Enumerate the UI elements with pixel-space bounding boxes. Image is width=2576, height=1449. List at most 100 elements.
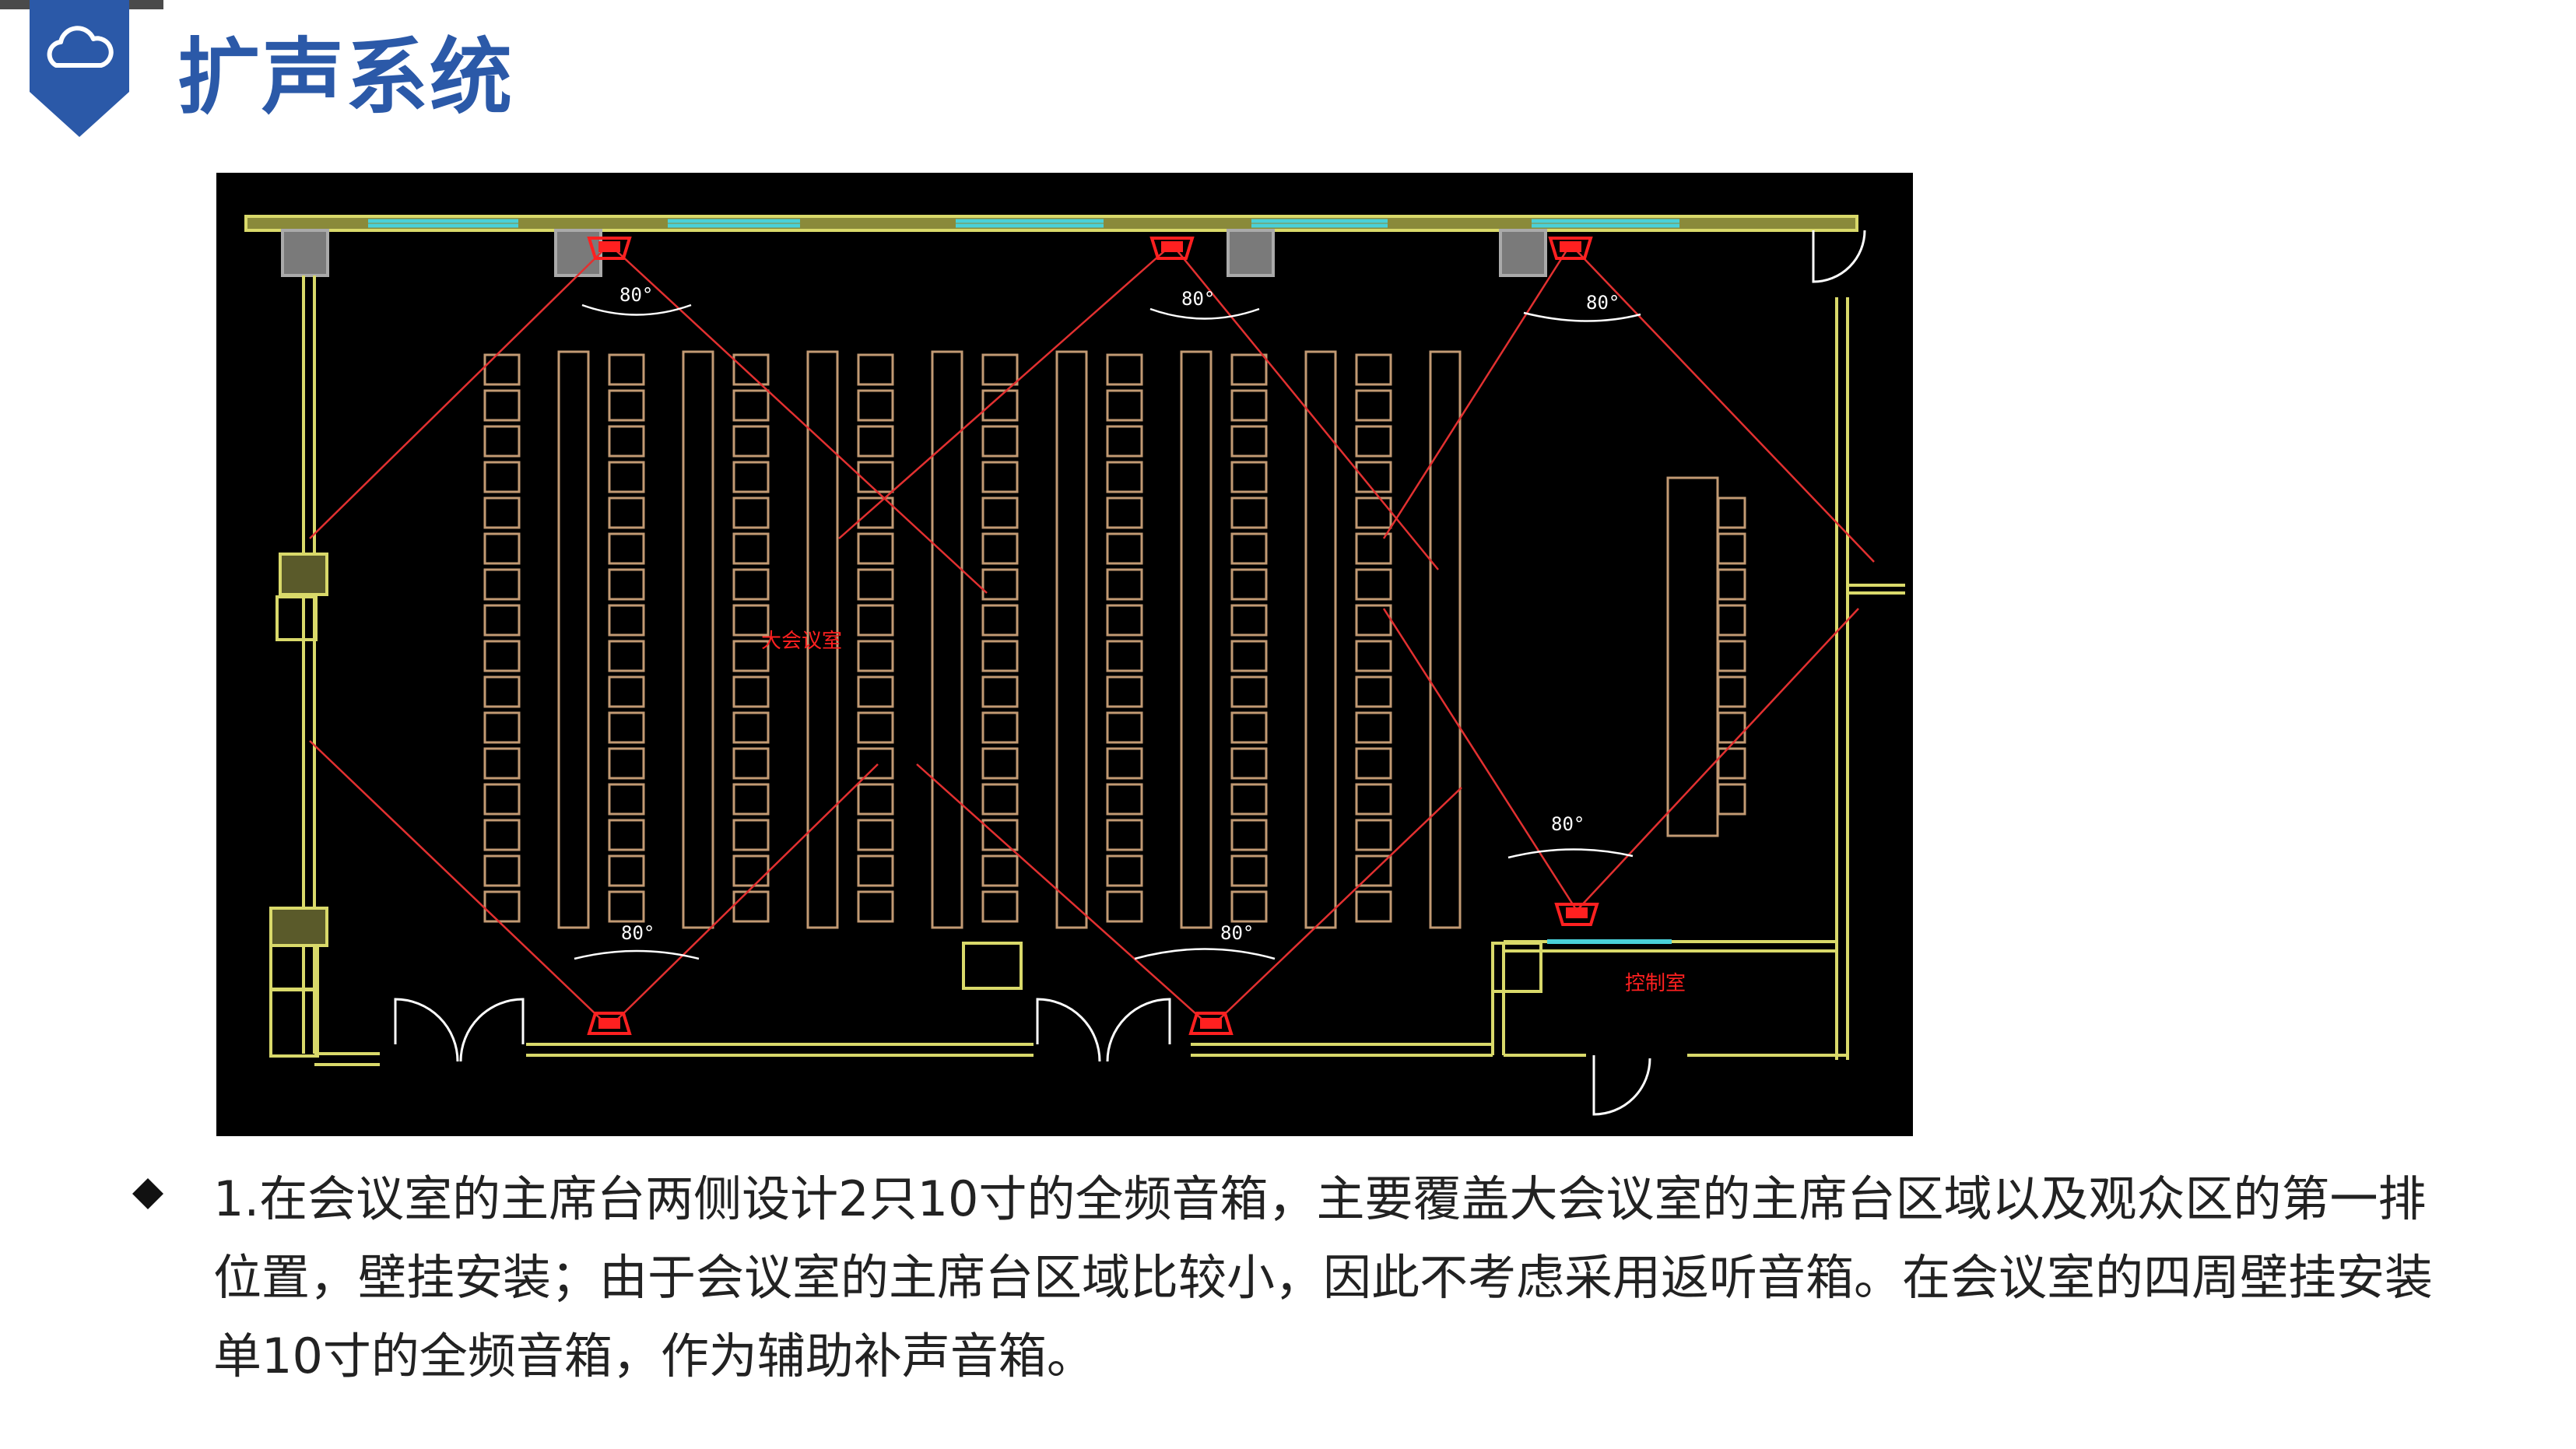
seat	[732, 640, 770, 672]
angle-label: 80°	[1586, 292, 1620, 314]
seat	[608, 353, 645, 386]
desk-row	[1180, 350, 1213, 929]
speaker-symbol	[587, 1012, 632, 1035]
seat	[981, 461, 1019, 493]
coverage-arc	[1149, 307, 1260, 320]
seat	[857, 389, 894, 422]
speaker-symbol	[1554, 903, 1599, 926]
seat	[483, 675, 521, 708]
seat	[483, 461, 521, 493]
seat	[1355, 819, 1392, 851]
seat	[732, 711, 770, 744]
seat	[981, 604, 1019, 637]
coverage-line	[309, 740, 610, 1028]
seat	[1355, 532, 1392, 565]
seat	[857, 604, 894, 637]
seat	[857, 425, 894, 458]
coverage-arc	[581, 303, 692, 316]
seat	[483, 532, 521, 565]
speaker-symbol	[1548, 237, 1593, 260]
content-section: 1.在会议室的主席台两侧设计2只10寸的全频音箱，主要覆盖大会议室的主席台区域以…	[132, 1160, 2467, 1395]
seat	[608, 819, 645, 851]
seat	[1355, 711, 1392, 744]
seat	[1106, 711, 1143, 744]
seat	[981, 353, 1019, 386]
seat	[732, 353, 770, 386]
seat	[1106, 675, 1143, 708]
seat	[1106, 890, 1143, 923]
seat	[1106, 461, 1143, 493]
coverage-arc	[1507, 848, 1634, 859]
seat	[981, 675, 1019, 708]
coverage-arc	[1134, 948, 1276, 960]
seat	[857, 747, 894, 780]
speaker-symbol	[1149, 237, 1195, 260]
seat	[1230, 783, 1268, 816]
speaker-symbol	[1188, 1012, 1234, 1035]
desk-row	[931, 350, 963, 929]
seat	[732, 568, 770, 601]
seat	[857, 890, 894, 923]
coverage-line	[609, 763, 879, 1028]
seat	[483, 747, 521, 780]
diamond-bullet-icon	[132, 1178, 163, 1209]
seat	[1230, 675, 1268, 708]
floor-plan-image: 80°80°80°80°80°80° 大会议室 控制室	[216, 173, 1913, 1136]
seat	[608, 568, 645, 601]
desk-row	[1055, 350, 1088, 929]
seat	[732, 854, 770, 887]
seat	[981, 532, 1019, 565]
seat	[1230, 496, 1268, 529]
seat	[483, 353, 521, 386]
seat	[608, 675, 645, 708]
seat	[608, 389, 645, 422]
seat	[732, 783, 770, 816]
coverage-line	[1576, 608, 1859, 911]
coverage-line	[309, 244, 610, 539]
seat	[1230, 461, 1268, 493]
angle-label: 80°	[1181, 288, 1215, 310]
seat	[981, 496, 1019, 529]
page-title: 扩声系统	[177, 30, 514, 125]
stage-seat	[1717, 783, 1746, 816]
angle-label: 80°	[1220, 922, 1254, 944]
seat	[608, 532, 645, 565]
seat	[732, 890, 770, 923]
angle-label: 80°	[621, 922, 655, 944]
seat	[981, 747, 1019, 780]
coverage-line	[916, 763, 1212, 1028]
seat	[608, 496, 645, 529]
seat	[981, 711, 1019, 744]
seat	[732, 819, 770, 851]
seat	[981, 819, 1019, 851]
seat	[608, 711, 645, 744]
seat	[1355, 389, 1392, 422]
seat	[483, 783, 521, 816]
seat	[1106, 747, 1143, 780]
seat	[1106, 568, 1143, 601]
stage-seat	[1717, 568, 1746, 601]
stage-seat	[1717, 496, 1746, 529]
description-paragraph: 1.在会议室的主席台两侧设计2只10寸的全频音箱，主要覆盖大会议室的主席台区域以…	[213, 1170, 2434, 1384]
seat	[1106, 783, 1143, 816]
seat	[1230, 568, 1268, 601]
coverage-line	[1382, 244, 1572, 539]
seat	[1106, 854, 1143, 887]
seat	[732, 532, 770, 565]
seat	[1355, 675, 1392, 708]
stage-seat	[1717, 675, 1746, 708]
seat	[608, 747, 645, 780]
seat	[1230, 604, 1268, 637]
desk-row	[1429, 350, 1462, 929]
coverage-arc	[574, 949, 700, 960]
seat	[1355, 854, 1392, 887]
seat	[1355, 425, 1392, 458]
seat	[608, 783, 645, 816]
stage-seat	[1717, 532, 1746, 565]
seat	[608, 640, 645, 672]
seat	[483, 568, 521, 601]
seat	[857, 819, 894, 851]
seat	[1230, 640, 1268, 672]
seat	[483, 604, 521, 637]
seat	[981, 854, 1019, 887]
